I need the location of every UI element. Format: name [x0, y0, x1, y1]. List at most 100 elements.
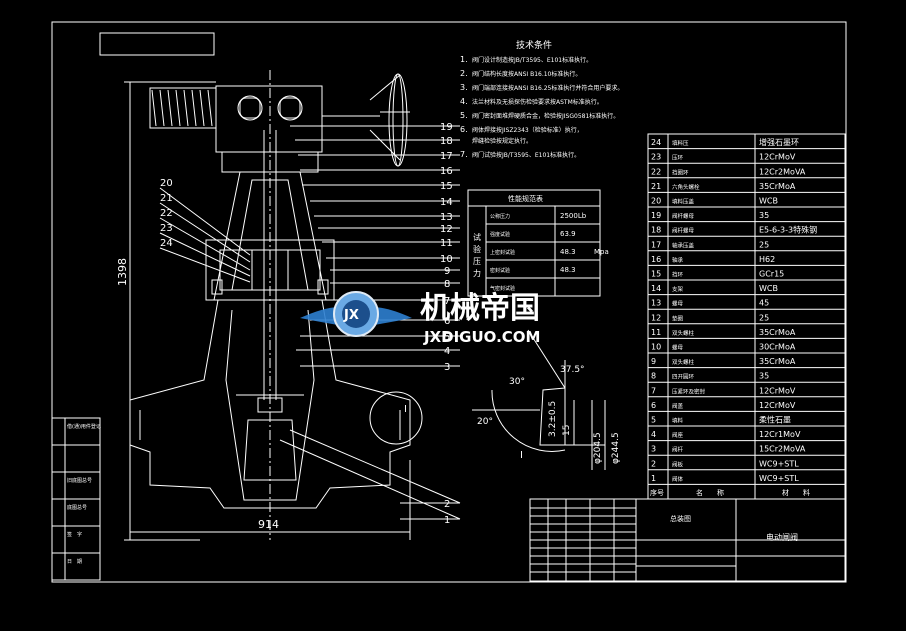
strip-label-1: 旧底图总号	[67, 477, 92, 484]
parts-row-name: 四开圆环	[672, 374, 695, 381]
drawing-name: 电动闸阀	[766, 532, 798, 542]
callout-13: 13	[440, 212, 453, 223]
strip-label-3: 签 字	[67, 531, 82, 538]
parts-row-no: 18	[651, 226, 661, 235]
parts-row-no: 11	[651, 328, 661, 337]
watermark-logo: JX 机械帝国 JXDIGUO.COM	[300, 291, 540, 346]
parts-header-mat: 材 料	[782, 488, 810, 497]
parts-row-material: 12CrMoV	[759, 153, 796, 162]
parts-row-no: 17	[651, 240, 661, 249]
parts-row-no: 16	[651, 255, 661, 264]
parts-row-name: 填料压盖	[672, 198, 695, 206]
parts-row-material: WC9+STL	[759, 474, 799, 483]
tech-t-7: 阀门试验按JB/T3595、E101标准执行。	[472, 151, 580, 159]
perf-label-1: 强度试验	[490, 231, 510, 238]
parts-row-name: 支架	[672, 285, 684, 293]
parts-header-no: 序号	[650, 488, 664, 497]
parts-row-name: 填料	[672, 417, 684, 425]
callout-10: 10	[440, 254, 453, 265]
callout-4: 4	[444, 346, 450, 357]
perf-label-3: 密封试验	[490, 267, 510, 274]
callout-8: 8	[444, 279, 450, 290]
drawing-number-box	[99, 32, 215, 56]
parts-row-name: 螺母	[672, 300, 684, 308]
dim-angle-3: 20°	[477, 417, 493, 427]
parts-row-name: 挡圈环	[672, 168, 689, 176]
left-strip: 借(通)用件登记 旧底图总号 底图总号 签 字 日 期	[51, 417, 101, 581]
callout-11: 11	[440, 238, 453, 249]
dim-angle-1: 37.5°	[560, 365, 585, 375]
parts-row-no: 7	[651, 386, 656, 395]
tech-t-2: 阀门结构长度按ANSI B16.10标准执行。	[472, 70, 581, 78]
perf-label-4: 气密封试验	[490, 285, 515, 292]
parts-row-name: 压紧环及密封	[672, 387, 706, 395]
perf-value-3: 48.3	[560, 266, 576, 274]
parts-row-no: 12	[651, 313, 661, 322]
parts-row-no: 2	[651, 459, 656, 468]
callouts-left: 20 21 22 23 24	[159, 178, 251, 283]
callout-18: 18	[440, 136, 453, 147]
parts-row-name: 阀杆螺母	[672, 227, 695, 235]
tech-n-6: 6.	[460, 125, 468, 134]
tech-n-1: 1.	[460, 55, 468, 64]
tech-n-4: 4.	[460, 97, 468, 106]
parts-row-material: 增强石墨环	[759, 137, 799, 147]
parts-row-no: 4	[651, 430, 656, 439]
parts-row-name: 填料压	[672, 139, 689, 147]
perf-value-2: 48.3	[560, 248, 576, 256]
parts-row-name: 阀板	[672, 460, 684, 468]
tech-n-5: 5.	[460, 111, 468, 120]
outer-border	[51, 21, 847, 583]
title-block: 总装图 电动闸阀	[529, 498, 846, 582]
parts-row-material: WC9+STL	[759, 459, 799, 468]
parts-row-material: 12CrMoV	[759, 401, 796, 410]
parts-row-name: 阀座	[672, 431, 684, 439]
parts-row-name: 双头螺柱	[672, 329, 695, 337]
parts-row-name: 六角头螺栓	[672, 183, 700, 191]
dimensions: 1398 914 I	[116, 81, 411, 541]
perf-label-0: 公称压力	[490, 213, 510, 220]
parts-row-no: 22	[651, 167, 661, 176]
parts-row-name: 垫圈	[672, 314, 684, 322]
parts-row-name: 轴承压盖	[672, 241, 695, 249]
parts-row-material: 12CrMoV	[759, 386, 796, 395]
logo-cn: 机械帝国	[420, 291, 540, 326]
parts-row-no: 3	[651, 445, 656, 454]
parts-row-material: E5-6-3-3特殊钢	[759, 225, 817, 235]
perf-value-0: 2500Lb	[560, 212, 587, 220]
perf-value-1: 63.9	[560, 230, 576, 238]
logo-badge: JX	[343, 308, 359, 323]
perf-label-2: 上密封试验	[490, 249, 515, 256]
parts-row-material: 35CrMoA	[759, 182, 796, 191]
parts-row-no: 19	[651, 211, 661, 220]
callout-9: 9	[444, 266, 450, 277]
callout-14: 14	[440, 197, 453, 208]
parts-row-material: WCB	[759, 197, 778, 206]
detail-view: 37.5° 30° 20° 3.2±0.5 15 φ204.5 φ244.5 I	[472, 329, 621, 470]
performance-table: 性能规范表 试 验 压 力 公称压力 2500Lb 强度试验 63.9 上密封试…	[467, 189, 609, 297]
parts-row-no: 20	[651, 197, 661, 206]
dim-height: 1398	[116, 258, 129, 286]
strip-label-4: 日 期	[67, 559, 82, 565]
parts-row-name: 阀体	[672, 475, 684, 483]
parts-row-name: 挡环	[672, 271, 684, 279]
parts-row-name: 螺母	[672, 344, 684, 352]
perf-side-1: 验	[473, 244, 481, 254]
callout-22: 22	[160, 208, 173, 219]
tech-n-7: 7.	[460, 150, 468, 159]
parts-row-no: 13	[651, 299, 661, 308]
detail-label-top: I	[404, 404, 407, 415]
tech-requirements: 技术条件 1. 阀门设计制造按JB/T3595、E101标准执行。 2. 阀门结…	[460, 39, 623, 159]
perf-side-0: 试	[473, 232, 481, 242]
parts-row-material: 柔性石墨	[759, 415, 791, 425]
callout-7: 7	[444, 296, 450, 307]
parts-row-no: 6	[651, 401, 656, 410]
parts-row-material: GCr15	[759, 270, 784, 279]
callout-19: 19	[440, 122, 453, 133]
logo-en: JXDIGUO.COM	[423, 328, 540, 346]
parts-row-no: 23	[651, 153, 661, 162]
parts-row-no: 24	[651, 138, 661, 147]
parts-row-material: 25	[759, 313, 769, 322]
tech-t-1: 阀门设计制造按JB/T3595、E101标准执行。	[472, 56, 592, 64]
